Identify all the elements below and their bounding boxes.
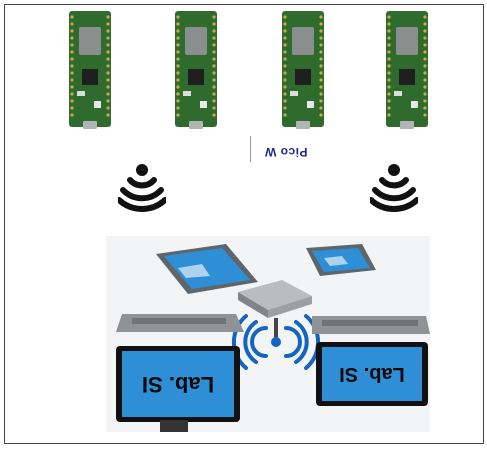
diagram-frame xyxy=(4,4,484,444)
laptop-left-screen-label: Lab. SI xyxy=(141,372,215,397)
caption-divider xyxy=(250,136,251,162)
pico-w-board-2 xyxy=(175,11,217,129)
wifi-waves-icon xyxy=(231,314,321,370)
tablet-right xyxy=(306,244,376,276)
laptop-left xyxy=(116,314,244,432)
laptop-right-screen-label: Lab. SI xyxy=(339,363,405,386)
wifi-signal-icon xyxy=(370,164,418,212)
laptop-right xyxy=(312,316,430,406)
wifi-router-icon xyxy=(238,280,312,344)
network-scene xyxy=(106,236,430,432)
pico-w-board-1 xyxy=(69,11,111,129)
pico-w-board-3 xyxy=(282,11,324,129)
tablet-left xyxy=(156,244,258,294)
wifi-signal-icon xyxy=(118,164,166,212)
pico-w-caption: Pico W xyxy=(264,145,308,159)
pico-w-board-4 xyxy=(386,11,428,129)
